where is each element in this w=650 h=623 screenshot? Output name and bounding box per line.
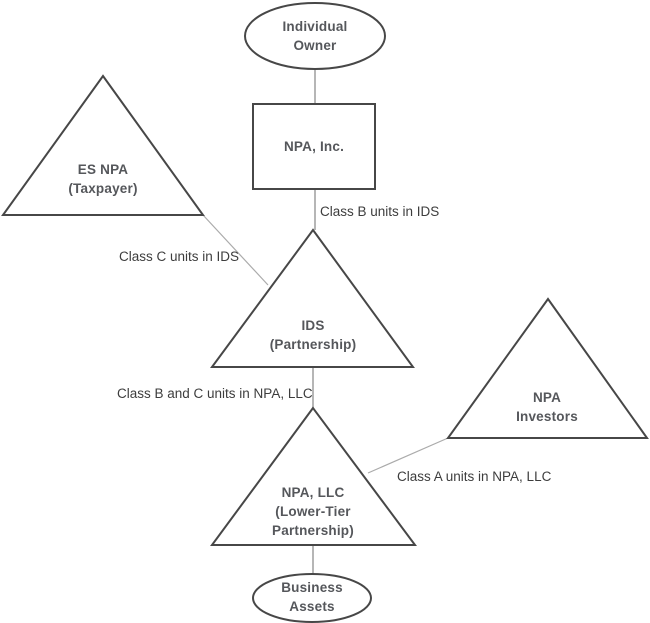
individual-owner-ellipse xyxy=(244,2,386,70)
npa-investors-label: NPA Investors xyxy=(516,390,578,424)
business-assets-ellipse xyxy=(252,573,372,623)
npa-llc-label: NPA, LLC (Lower-Tier Partnership) xyxy=(272,485,354,538)
individual-owner-label: Individual Owner xyxy=(282,19,348,53)
es-npa-triangle xyxy=(1,74,205,216)
class-a-units-in-npa-llc-label: Class A units in NPA, LLC xyxy=(397,469,552,484)
ids-triangle xyxy=(210,228,415,368)
class-b-and-c-units-in-npa-llc-label: Class B and C units in NPA, LLC xyxy=(117,386,313,401)
edge-es-npa-to-ids xyxy=(202,214,269,286)
npa-inc-label: NPA, Inc. xyxy=(283,139,345,154)
edge-npa-investors-to-npa-llc xyxy=(367,437,449,474)
npa-inc-rectangle xyxy=(252,103,376,190)
class-b-units-in-ids-label: Class B units in IDS xyxy=(320,204,440,219)
es-npa-label: ES NPA (Taxpayer) xyxy=(68,162,138,196)
ids-label: IDS (Partnership) xyxy=(269,318,357,352)
class-c-units-in-ids-label: Class C units in IDS xyxy=(119,249,240,264)
business-assets-label: Business Assets xyxy=(281,580,343,614)
npa-investors-triangle xyxy=(446,297,649,439)
npa-llc-triangle xyxy=(210,406,417,546)
